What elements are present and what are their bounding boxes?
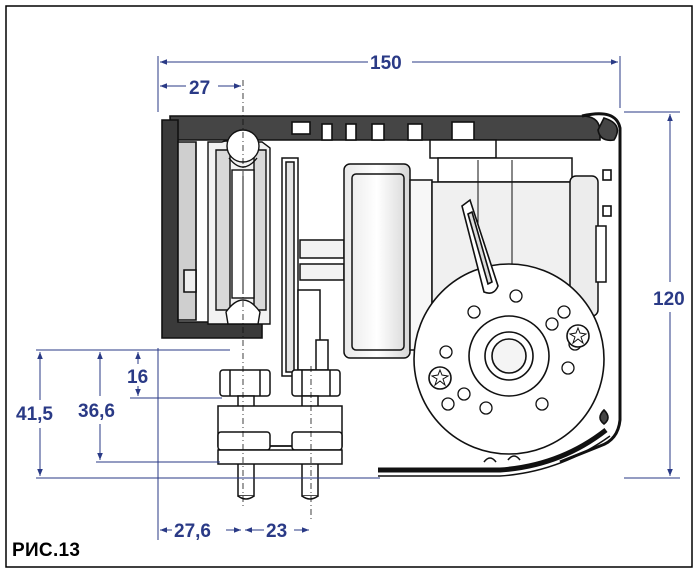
center-lines bbox=[242, 80, 312, 520]
guide-rail bbox=[207, 129, 271, 325]
dim-offset-top: 27 bbox=[189, 78, 210, 99]
dim-offset-bottom-b: 23 bbox=[266, 521, 287, 542]
dim-height-b: 36,6 bbox=[78, 401, 115, 422]
dim-offset-bottom-a: 27,6 bbox=[174, 521, 211, 542]
bolts bbox=[217, 369, 343, 500]
dim-height-a: 41,5 bbox=[16, 404, 53, 425]
dim-height-total: 120 bbox=[653, 289, 685, 310]
figure-caption: РИС.13 bbox=[12, 540, 81, 561]
border bbox=[5, 5, 693, 568]
drum-hub bbox=[413, 198, 605, 455]
bracket-plate bbox=[281, 157, 345, 377]
dimension-lines bbox=[36, 56, 680, 540]
dim-height-c: 16 bbox=[127, 367, 148, 388]
dim-width-total: 150 bbox=[370, 53, 402, 74]
